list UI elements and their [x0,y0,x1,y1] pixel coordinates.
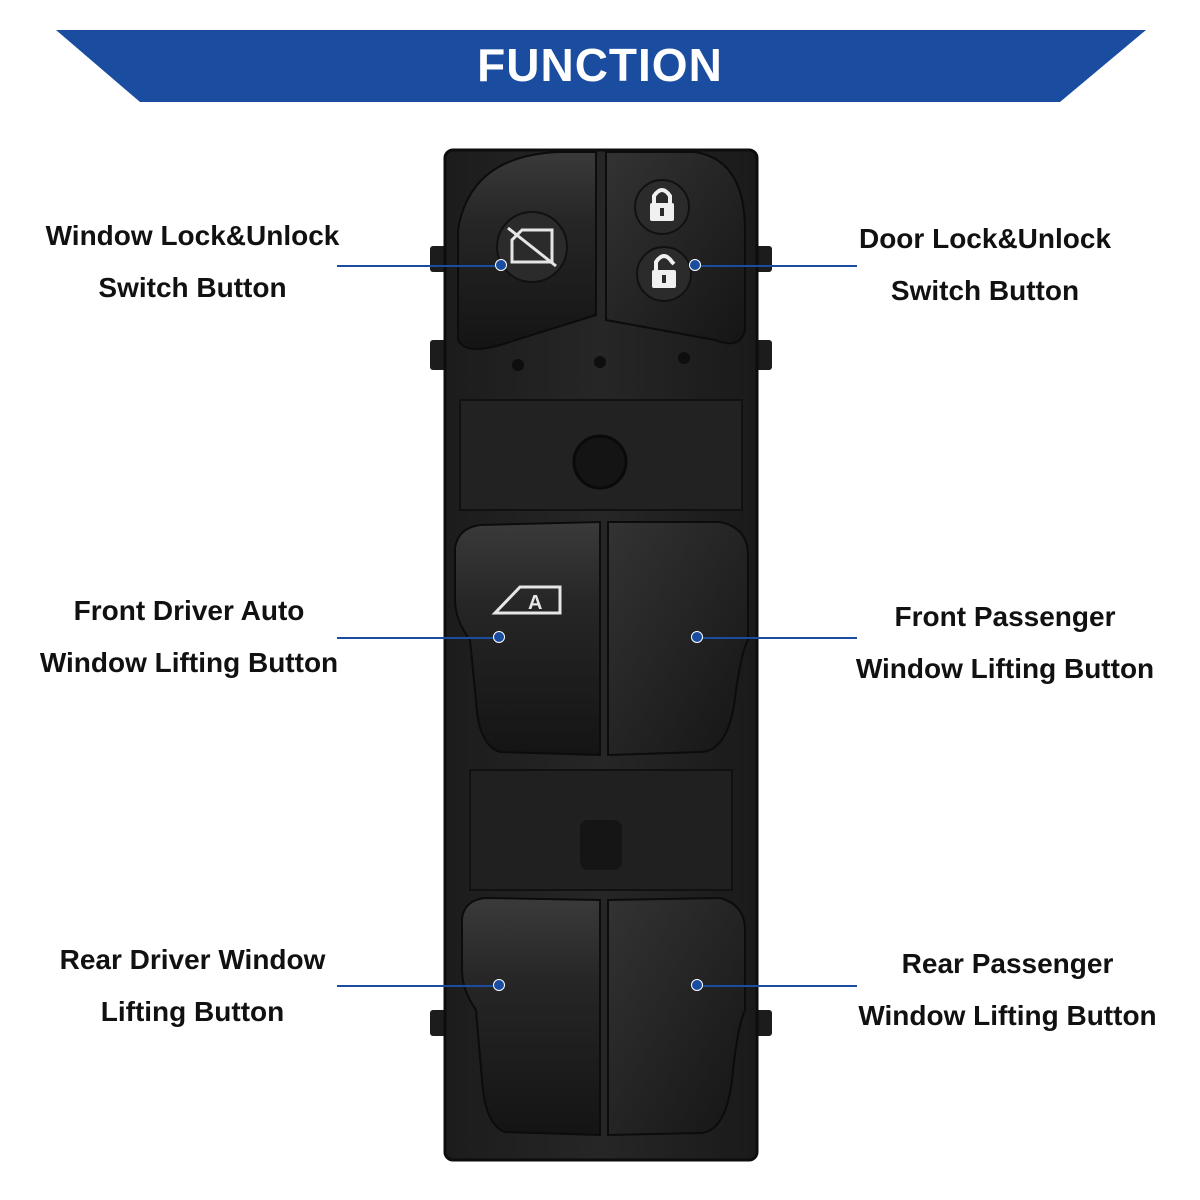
label-window-lock: Window Lock&Unlock Switch Button [45,220,340,303]
leader-line-door-lock [695,265,857,267]
marker-dot-window-lock [495,259,507,271]
front-passenger-window-button [607,521,749,757]
mount-hole [572,434,628,490]
rear-driver-window-button [461,896,601,1137]
door-lock-switch [605,151,746,345]
marker-dot-rear-passenger [691,979,703,991]
banner-shape [56,30,1146,102]
label-rear-passenger: Rear Passenger Window Lifting Button [858,948,1157,1031]
padlock-locked-icon [634,179,690,235]
leader-line-front-driver [337,637,500,639]
leader-line-rear-passenger [697,985,857,987]
label-rear-driver: Rear Driver Window Lifting Button [59,944,326,1027]
svg-text:A: A [528,592,542,614]
leader-line-window-lock [337,265,502,267]
window-lock-icon [496,211,568,283]
marker-dot-rear-driver [493,979,505,991]
page-title: FUNCTION [477,39,723,91]
front-driver-window-button [454,520,601,757]
label-door-lock: Door Lock&Unlock Switch Button [858,223,1112,306]
marker-dot-front-passenger [691,631,703,643]
leader-line-rear-driver [337,985,500,987]
label-front-driver: Front Driver Auto Window Lifting Button [39,595,339,678]
label-front-passenger: Front Passenger Window Lifting Button [855,601,1155,684]
marker-dot-front-driver [493,631,505,643]
marker-dot-door-lock [689,259,701,271]
rear-passenger-window-button [607,896,746,1137]
padlock-unlocked-icon [636,246,692,302]
auto-window-icon: A [491,585,562,615]
title-banner [56,30,1146,102]
leader-line-front-passenger [697,637,857,639]
